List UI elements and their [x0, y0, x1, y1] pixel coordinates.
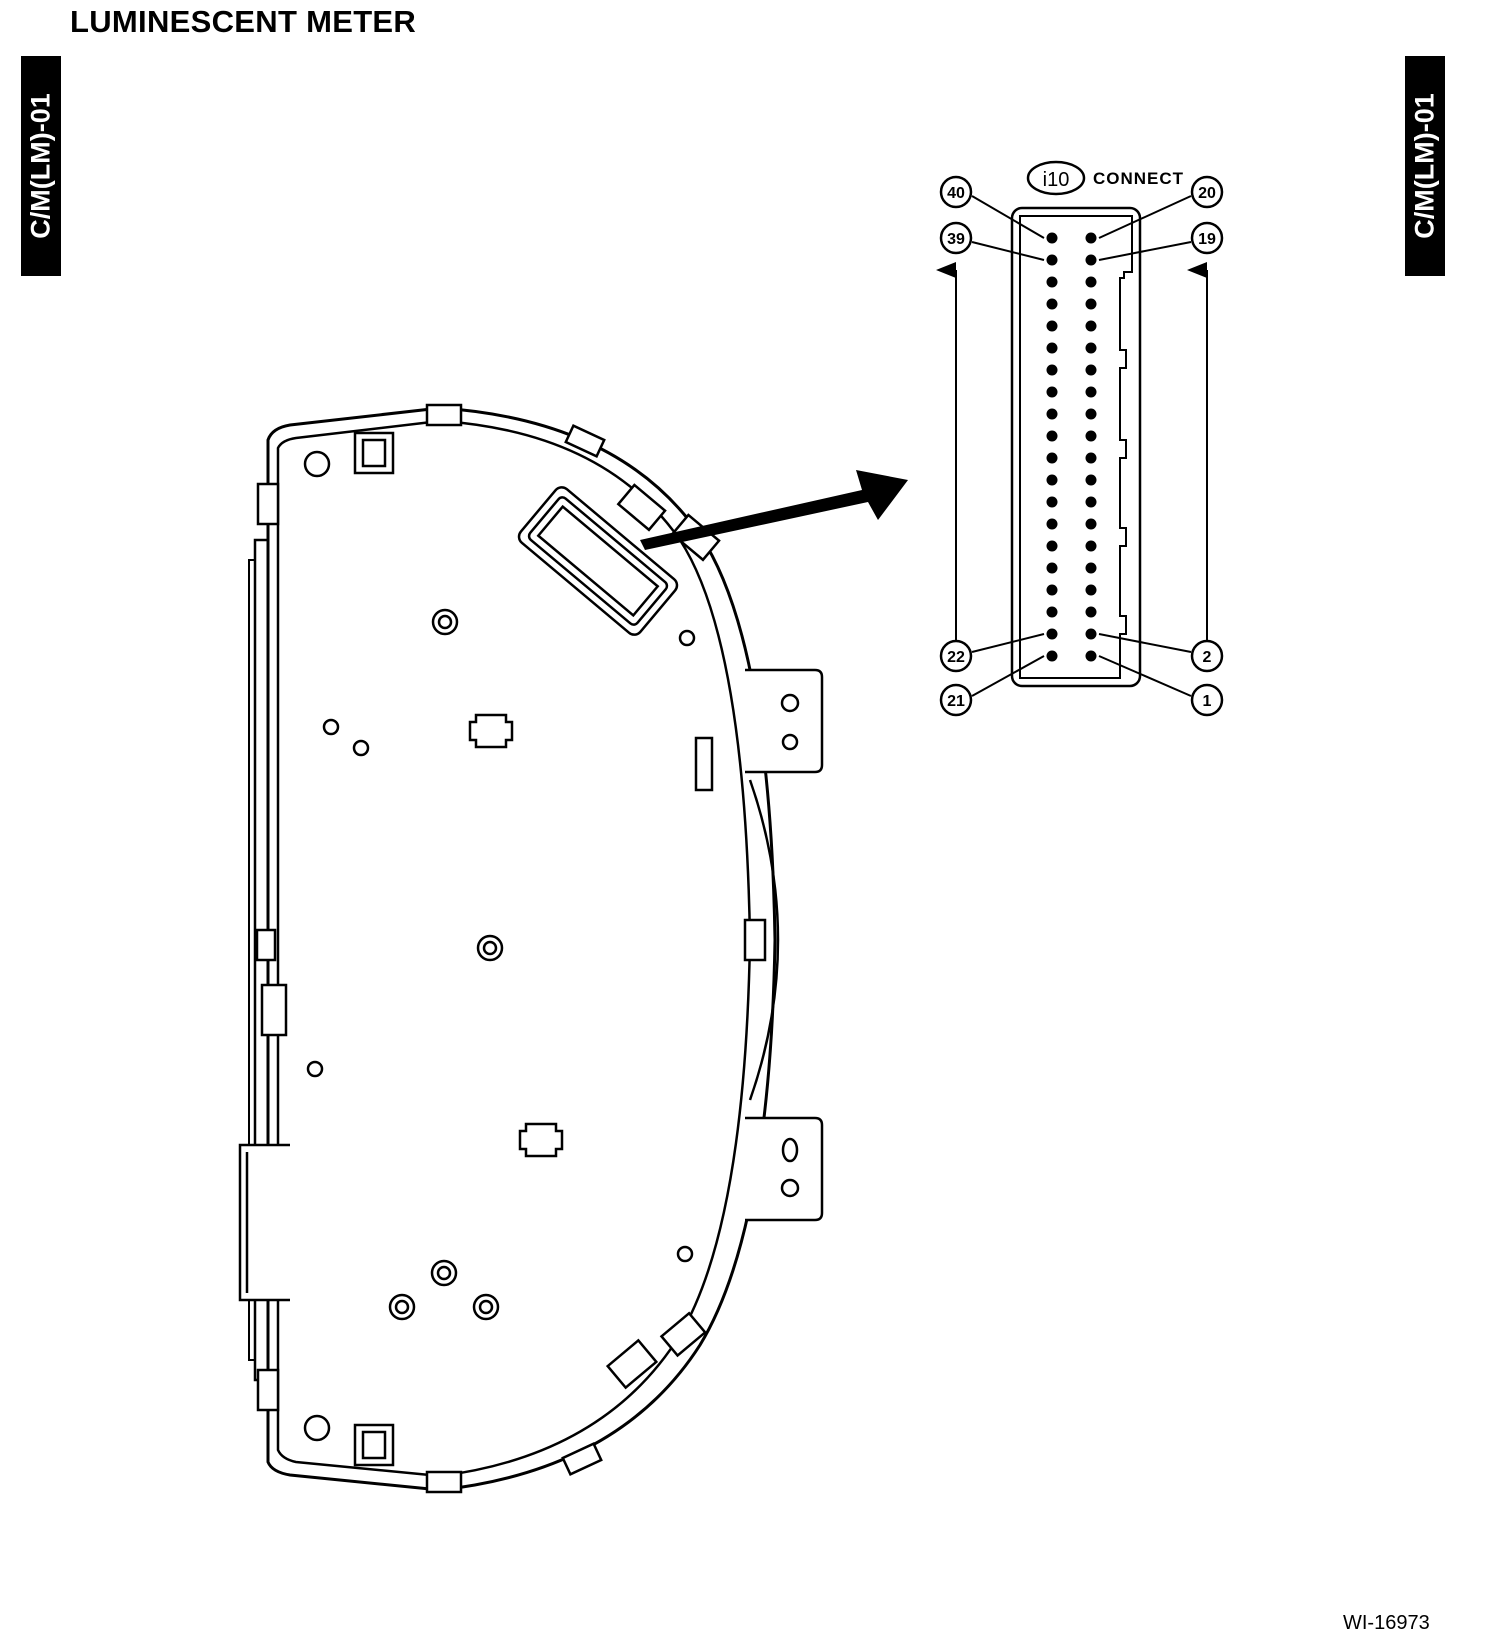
connector-pin	[1085, 628, 1097, 640]
mounting-bracket-upper	[745, 668, 824, 774]
figure-id: WI-16973	[1343, 1612, 1430, 1634]
connector-id-label: i10	[1043, 169, 1070, 191]
housing-clips	[238, 403, 767, 1494]
pin-callout-label: 20	[1198, 185, 1216, 202]
pin-leader-line	[971, 195, 1045, 239]
connector-pin	[1085, 342, 1097, 354]
connector-pin	[1046, 298, 1058, 310]
connector-pin	[1046, 628, 1058, 640]
pin-leader-line	[1098, 241, 1192, 261]
connector-pin	[1046, 474, 1058, 486]
connector-pin	[1085, 408, 1097, 420]
connector-pin	[1046, 276, 1058, 288]
connector-pin	[1046, 320, 1058, 332]
section-tab-left: C/M(LM)-01	[21, 56, 61, 276]
pin-leader-line	[971, 241, 1045, 261]
pin-callout-label: 40	[947, 185, 965, 202]
pin-leader-line	[1098, 655, 1192, 697]
board-holes	[303, 450, 696, 1442]
connector-pin	[1046, 408, 1058, 420]
connector-pin	[1085, 474, 1097, 486]
connector-pin	[1085, 452, 1097, 464]
connector-label: CONNECT	[1093, 169, 1184, 188]
page-title: LUMINESCENT METER	[70, 4, 417, 39]
pin-callout-label: 22	[947, 649, 965, 666]
pin-callout-circle	[1190, 221, 1224, 255]
connector-pin	[1085, 562, 1097, 574]
connector-pin	[1085, 430, 1097, 442]
connector-pin	[1085, 606, 1097, 618]
pin-callout-label: 19	[1198, 231, 1216, 248]
pin-callout-circle	[1190, 639, 1224, 673]
connector-pin	[1046, 232, 1058, 244]
pin-callout-label: 1	[1203, 693, 1212, 710]
connector-pin	[1085, 518, 1097, 530]
connector-pin	[1085, 584, 1097, 596]
connector-pin	[1085, 298, 1097, 310]
connector-pin	[1085, 650, 1097, 662]
connector-pin	[1046, 452, 1058, 464]
connector-detail	[1010, 206, 1142, 688]
connector-pin	[1046, 562, 1058, 574]
pin-callout-circle	[939, 683, 973, 717]
connector-pin	[1085, 254, 1097, 266]
connector-pin	[1046, 540, 1058, 552]
mounting-bracket-lower	[745, 1116, 824, 1222]
connector-pin	[1046, 606, 1058, 618]
pin-callout-label: 21	[947, 693, 965, 710]
detail-arrow	[640, 470, 908, 550]
connector-pin	[1046, 364, 1058, 376]
connector-pin	[1046, 518, 1058, 530]
connector-pin	[1046, 650, 1058, 662]
meter-housing	[248, 406, 780, 1492]
connector-id-badge: i10	[1026, 160, 1086, 196]
connector-pin	[1085, 364, 1097, 376]
pin-callout-label: 2	[1203, 649, 1212, 666]
connector-pin	[1046, 342, 1058, 354]
connector-pin	[1085, 496, 1097, 508]
connector-pin	[1046, 496, 1058, 508]
meter-connector-socket	[517, 486, 679, 636]
pin-callout-circle	[1190, 175, 1224, 209]
pin-leader-line	[1098, 195, 1192, 239]
pin-callout-circle	[1190, 683, 1224, 717]
connector-pin	[1085, 320, 1097, 332]
connector-pin	[1046, 386, 1058, 398]
board-connectors	[468, 713, 714, 1158]
connector-pin	[1085, 540, 1097, 552]
pin-range-arrows	[936, 262, 1208, 640]
connector-pins	[1046, 232, 1097, 662]
connector-pin	[1085, 386, 1097, 398]
connector-pin	[1046, 584, 1058, 596]
section-tab-right: C/M(LM)-01	[1405, 56, 1445, 276]
connector-pin	[1085, 276, 1097, 288]
pin-callout-label: 39	[947, 231, 965, 248]
pin-leader-line	[1098, 633, 1192, 653]
connector-pin	[1046, 254, 1058, 266]
pin-callout-circle	[939, 221, 973, 255]
connector-pin	[1085, 232, 1097, 244]
pin-callout-circle	[939, 639, 973, 673]
pin-leader-line	[971, 633, 1045, 653]
pin-leader-line	[971, 655, 1045, 697]
pin-callout-circle	[939, 175, 973, 209]
connector-pin	[1046, 430, 1058, 442]
